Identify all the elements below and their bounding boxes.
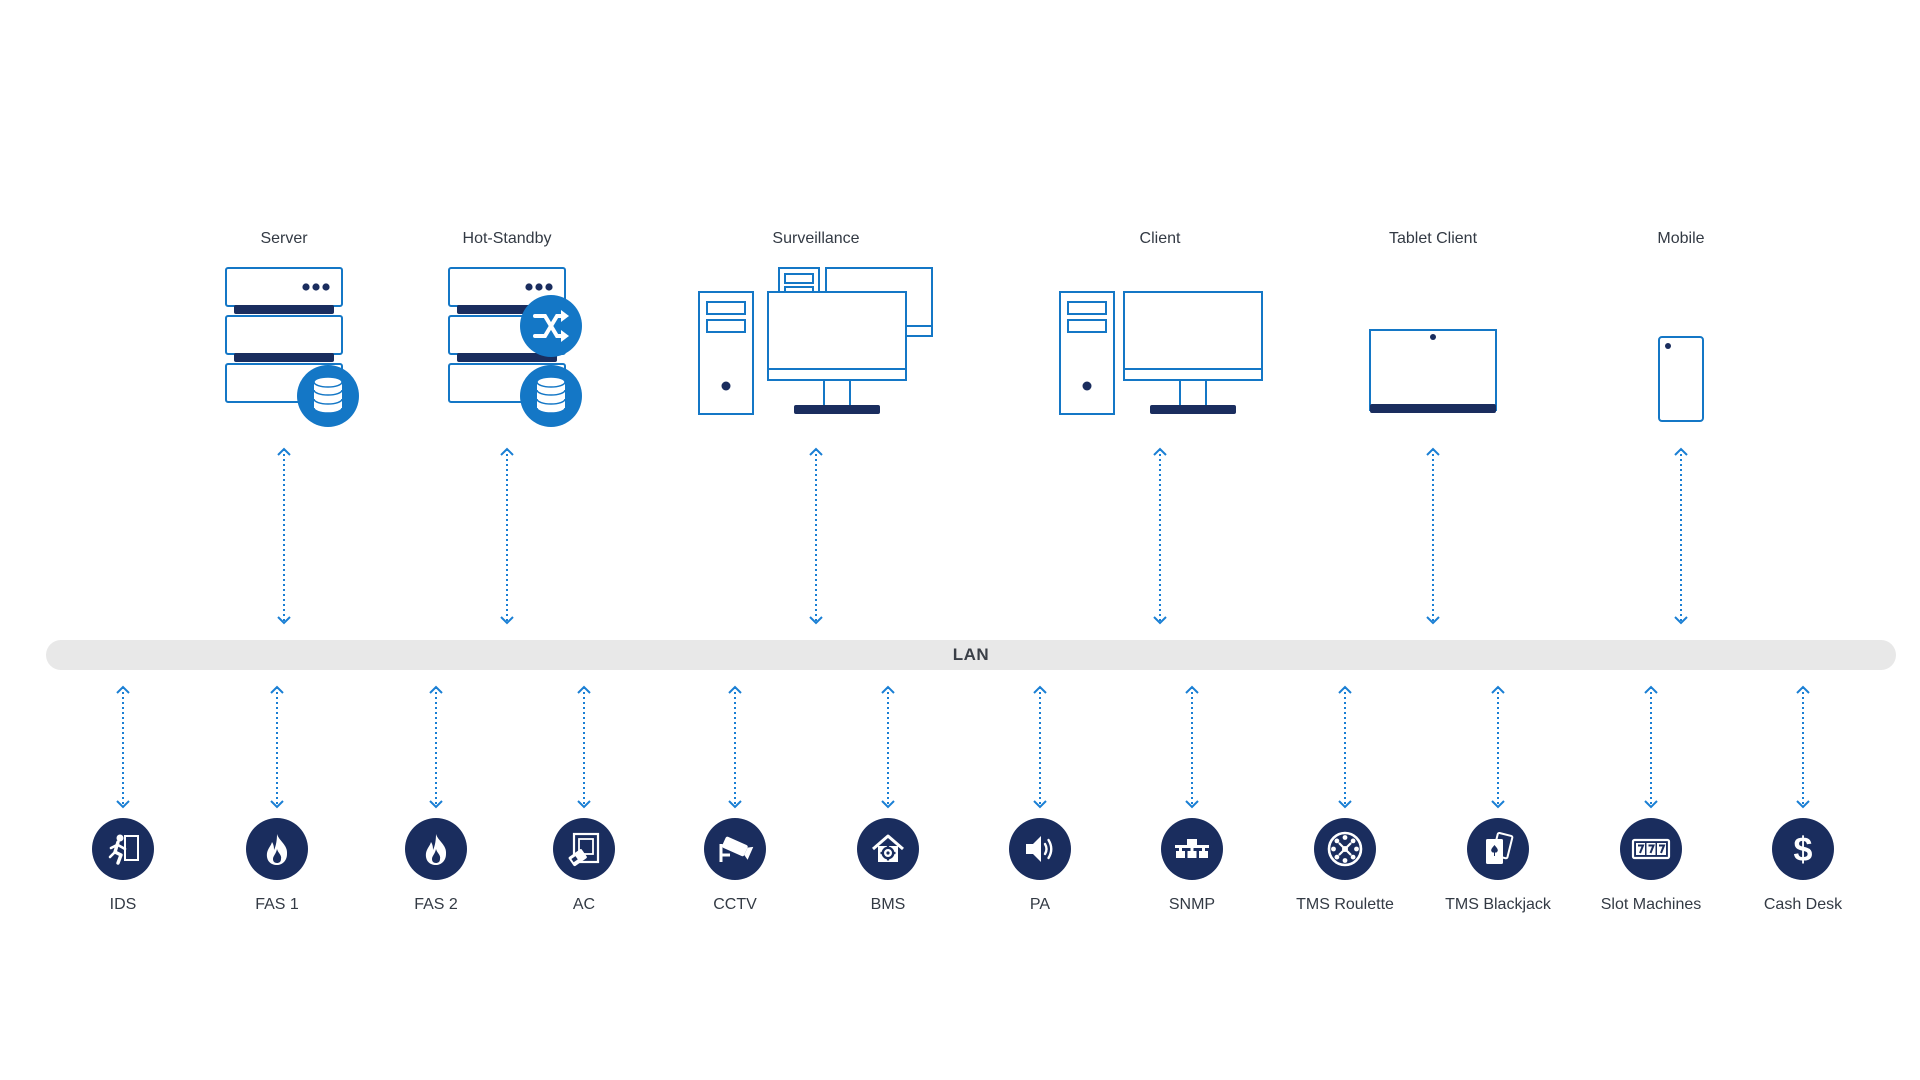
roulette-wheel-icon <box>1327 831 1363 867</box>
icon-badge <box>1161 818 1223 880</box>
node-label: SNMP <box>1168 896 1216 913</box>
node-mobile: Mobile <box>1551 228 1811 428</box>
node-ac: AC <box>504 818 664 915</box>
tablet-icon <box>1369 329 1497 413</box>
node-tablet-client: Tablet Client <box>1303 228 1563 428</box>
node-label: CCTV <box>713 896 757 913</box>
node-label: FAS 2 <box>414 896 458 913</box>
playing-cards-icon <box>1486 831 1514 864</box>
connector-arrow <box>116 685 130 809</box>
icon-badge <box>405 818 467 880</box>
node-pa: PA <box>960 818 1120 915</box>
icon-badge <box>1620 818 1682 880</box>
node-cctv: CCTV <box>655 818 815 915</box>
node-label: AC <box>572 896 596 913</box>
speaker-icon <box>1026 836 1053 862</box>
node-hot-standby: Hot-Standby <box>377 228 637 428</box>
fire-icon <box>266 834 288 865</box>
connector-arrow <box>577 685 591 809</box>
node-label: Cash Desk <box>1763 896 1843 913</box>
connector-arrow <box>1185 685 1199 809</box>
connector-arrow <box>1033 685 1047 809</box>
node-label: Client <box>1139 230 1181 247</box>
node-tms-roulette: TMS Roulette <box>1265 818 1425 915</box>
icon-badge <box>1314 818 1376 880</box>
mobile-phone-icon <box>1658 336 1704 422</box>
node-server: Server <box>154 228 414 428</box>
slot-machine-icon <box>1631 838 1671 860</box>
access-card-icon <box>568 832 600 867</box>
network-icon <box>1175 839 1209 858</box>
icon-badge: $ <box>1772 818 1834 880</box>
svg-text:$: $ <box>1794 831 1813 869</box>
server-database-icon <box>225 267 359 427</box>
icon-badge <box>553 818 615 880</box>
fire-icon <box>425 834 447 865</box>
connector-arrow <box>809 447 823 625</box>
connector-arrow <box>1796 685 1810 809</box>
server-failover-icon <box>448 267 582 427</box>
node-surveillance: Surveillance <box>686 228 946 428</box>
node-label: PA <box>1029 896 1051 913</box>
connector-arrow <box>1153 447 1167 625</box>
connector-arrow <box>1426 447 1440 625</box>
connector-arrow <box>500 447 514 625</box>
icon-badge <box>1009 818 1071 880</box>
node-label: IDS <box>109 896 137 913</box>
icon-badge <box>246 818 308 880</box>
connector-arrow <box>277 447 291 625</box>
node-label: Surveillance <box>772 230 860 247</box>
connector-arrow <box>1491 685 1505 809</box>
connector-arrow <box>728 685 742 809</box>
connector-arrow <box>270 685 284 809</box>
lan-label: LAN <box>952 645 990 664</box>
connector-arrow <box>1674 447 1688 625</box>
node-bms: BMS <box>808 818 968 915</box>
node-label: Slot Machines <box>1600 896 1702 913</box>
node-ids: IDS <box>43 818 203 915</box>
node-label: Mobile <box>1657 230 1705 247</box>
surveillance-workstation-icon <box>698 267 933 415</box>
node-snmp: SNMP <box>1112 818 1272 915</box>
node-label: TMS Blackjack <box>1445 896 1551 913</box>
node-slot-machines: Slot Machines <box>1571 818 1731 915</box>
node-label: Server <box>260 230 308 247</box>
intruder-running-icon <box>108 834 139 865</box>
icon-badge <box>92 818 154 880</box>
cctv-camera-icon <box>719 836 754 862</box>
dollar-icon: $ <box>1794 831 1813 869</box>
connector-arrow <box>1338 685 1352 809</box>
connector-arrow <box>881 685 895 809</box>
node-cash-desk: $ Cash Desk <box>1723 818 1883 915</box>
node-label: BMS <box>870 896 906 913</box>
building-gear-icon <box>872 834 904 862</box>
node-fas-1: FAS 1 <box>197 818 357 915</box>
node-label: Tablet Client <box>1388 230 1478 247</box>
node-label: TMS Roulette <box>1296 896 1394 913</box>
icon-badge <box>704 818 766 880</box>
node-label: Hot-Standby <box>462 230 552 247</box>
node-client: Client <box>1030 228 1290 428</box>
icon-badge <box>857 818 919 880</box>
connector-arrow <box>1644 685 1658 809</box>
node-tms-blackjack: TMS Blackjack <box>1418 818 1578 915</box>
lan-bus: LAN <box>46 640 1896 670</box>
desktop-client-icon <box>1059 291 1263 415</box>
node-label: FAS 1 <box>255 896 299 913</box>
icon-badge <box>1467 818 1529 880</box>
node-fas-2: FAS 2 <box>356 818 516 915</box>
connector-arrow <box>429 685 443 809</box>
